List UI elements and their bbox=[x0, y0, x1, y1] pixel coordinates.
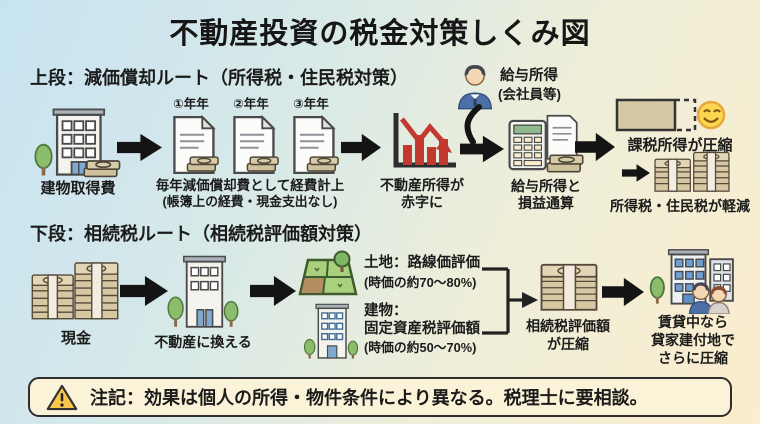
rental-property-icon bbox=[645, 246, 749, 314]
page-title: 不動産投資の税金対策しくみ図 bbox=[169, 18, 591, 50]
arrow-right-icon bbox=[120, 276, 168, 306]
reduced-tax-money-icon bbox=[650, 144, 734, 198]
salary-label-line1: 給与所得 bbox=[500, 68, 558, 84]
expense-document-icon bbox=[287, 114, 339, 176]
arrow-right-icon bbox=[602, 277, 644, 307]
upper-route-header: 上段：減価償却ルート（所得税・住民税対策） bbox=[30, 68, 408, 88]
inheritance-compressed-line2: が圧縮 bbox=[547, 336, 589, 352]
rental-label-line2: 貸家建付地で bbox=[651, 332, 735, 348]
offset-label-line2: 損益通算 bbox=[518, 195, 574, 211]
building-cost-label: 建物取得費 bbox=[40, 180, 116, 197]
bracket-merge-arrow-icon bbox=[478, 258, 542, 346]
land-plot-icon bbox=[296, 250, 360, 302]
building-cost-icon bbox=[30, 104, 124, 180]
calculator-money-icon bbox=[504, 114, 584, 176]
land-label-line1: 土地：路線価評価 bbox=[364, 255, 480, 271]
building-valuation-line1: 建物： bbox=[364, 303, 408, 319]
depreciation-label-line1: 毎年減価償却費として経費計上 bbox=[155, 178, 345, 193]
rental-label-line1: 賃貸中なら bbox=[658, 314, 728, 330]
rental-label-line3: さらに圧縮 bbox=[658, 350, 728, 366]
reduced-tax-label: 所得税・住民税が軽減 bbox=[610, 198, 750, 214]
land-label-line2: (時価の約70〜80%) bbox=[364, 275, 477, 290]
building-valuation-icon bbox=[302, 302, 360, 362]
compressed-income-smiley-icon bbox=[614, 95, 726, 135]
real-estate-building-icon bbox=[166, 252, 240, 332]
building-valuation-line3: (時価の約50〜70%) bbox=[364, 340, 477, 355]
lower-route-header: 下段：相続税ルート（相続税評価額対策） bbox=[30, 224, 372, 244]
note-box: 注記：効果は個人の所得・物件条件により異なる。税理士に要相談。 bbox=[28, 377, 732, 417]
inheritance-money-icon bbox=[536, 254, 602, 316]
expense-document-icon bbox=[167, 114, 219, 176]
arrow-right-small-icon bbox=[622, 164, 650, 182]
year1-label: ①年年 bbox=[173, 97, 209, 111]
warning-icon bbox=[46, 383, 78, 412]
offset-label-line1: 給与所得と bbox=[511, 178, 581, 194]
compressed-income-label: 課税所得が圧縮 bbox=[627, 137, 733, 154]
curved-arrow-icon bbox=[462, 104, 496, 146]
building-valuation-line2: 固定資産税評価額 bbox=[364, 321, 480, 337]
year2-label: ②年年 bbox=[233, 97, 269, 111]
note-text: 注記：効果は個人の所得・物件条件により異なる。税理士に要相談。 bbox=[90, 388, 648, 408]
cash-icon bbox=[28, 250, 122, 328]
arrow-right-icon bbox=[341, 133, 381, 162]
cash-label: 現金 bbox=[60, 330, 91, 347]
year3-label: ③年年 bbox=[293, 97, 329, 111]
inheritance-compressed-line1: 相続税評価額 bbox=[526, 318, 610, 334]
convert-label: 不動産に換える bbox=[154, 334, 252, 350]
salary-person-icon bbox=[455, 60, 495, 110]
depreciation-label-line2: (帳簿上の経費・現金支出なし) bbox=[162, 194, 338, 209]
declining-chart-icon bbox=[386, 109, 462, 173]
deficit-label-line2: 赤字に bbox=[401, 194, 443, 210]
deficit-label-line1: 不動産所得が bbox=[380, 177, 464, 193]
expense-document-icon bbox=[227, 114, 279, 176]
salary-label-line2: (会社員等) bbox=[498, 87, 561, 102]
arrow-right-icon bbox=[250, 276, 296, 306]
